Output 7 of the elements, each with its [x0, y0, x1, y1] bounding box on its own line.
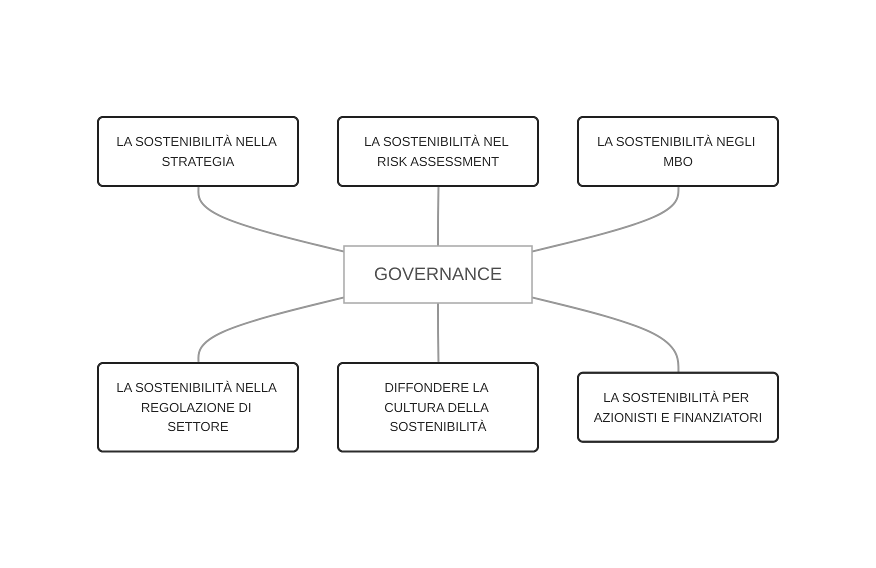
connector — [197, 186, 344, 252]
connector — [197, 296, 344, 364]
connector — [437, 186, 440, 246]
node-box: GOVERNANCE — [343, 245, 533, 304]
connector — [437, 302, 440, 364]
connector — [532, 296, 680, 374]
connector — [532, 186, 680, 252]
